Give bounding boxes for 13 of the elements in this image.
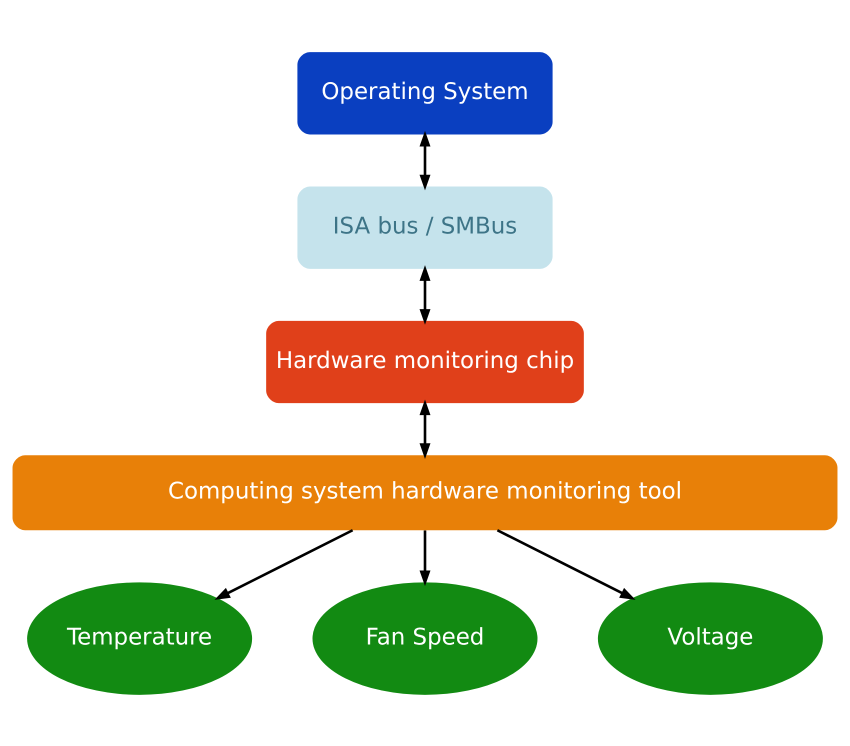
arrow [420,130,430,190]
node-ellipse: Voltage [598,582,823,694]
node-ellipse: Fan Speed [312,582,538,694]
node-box: Hardware monitoring chip [266,320,584,403]
node-box: Computing system hardware monitoring tool [12,454,838,530]
node-box: ISA bus / SMBus [297,186,553,268]
arrow [420,264,430,324]
arrow [496,528,636,600]
arrow [214,528,354,600]
arrow [420,399,430,458]
node-box: Operating System [297,52,553,134]
arrow [420,530,430,586]
node-ellipse: Temperature [27,582,252,694]
